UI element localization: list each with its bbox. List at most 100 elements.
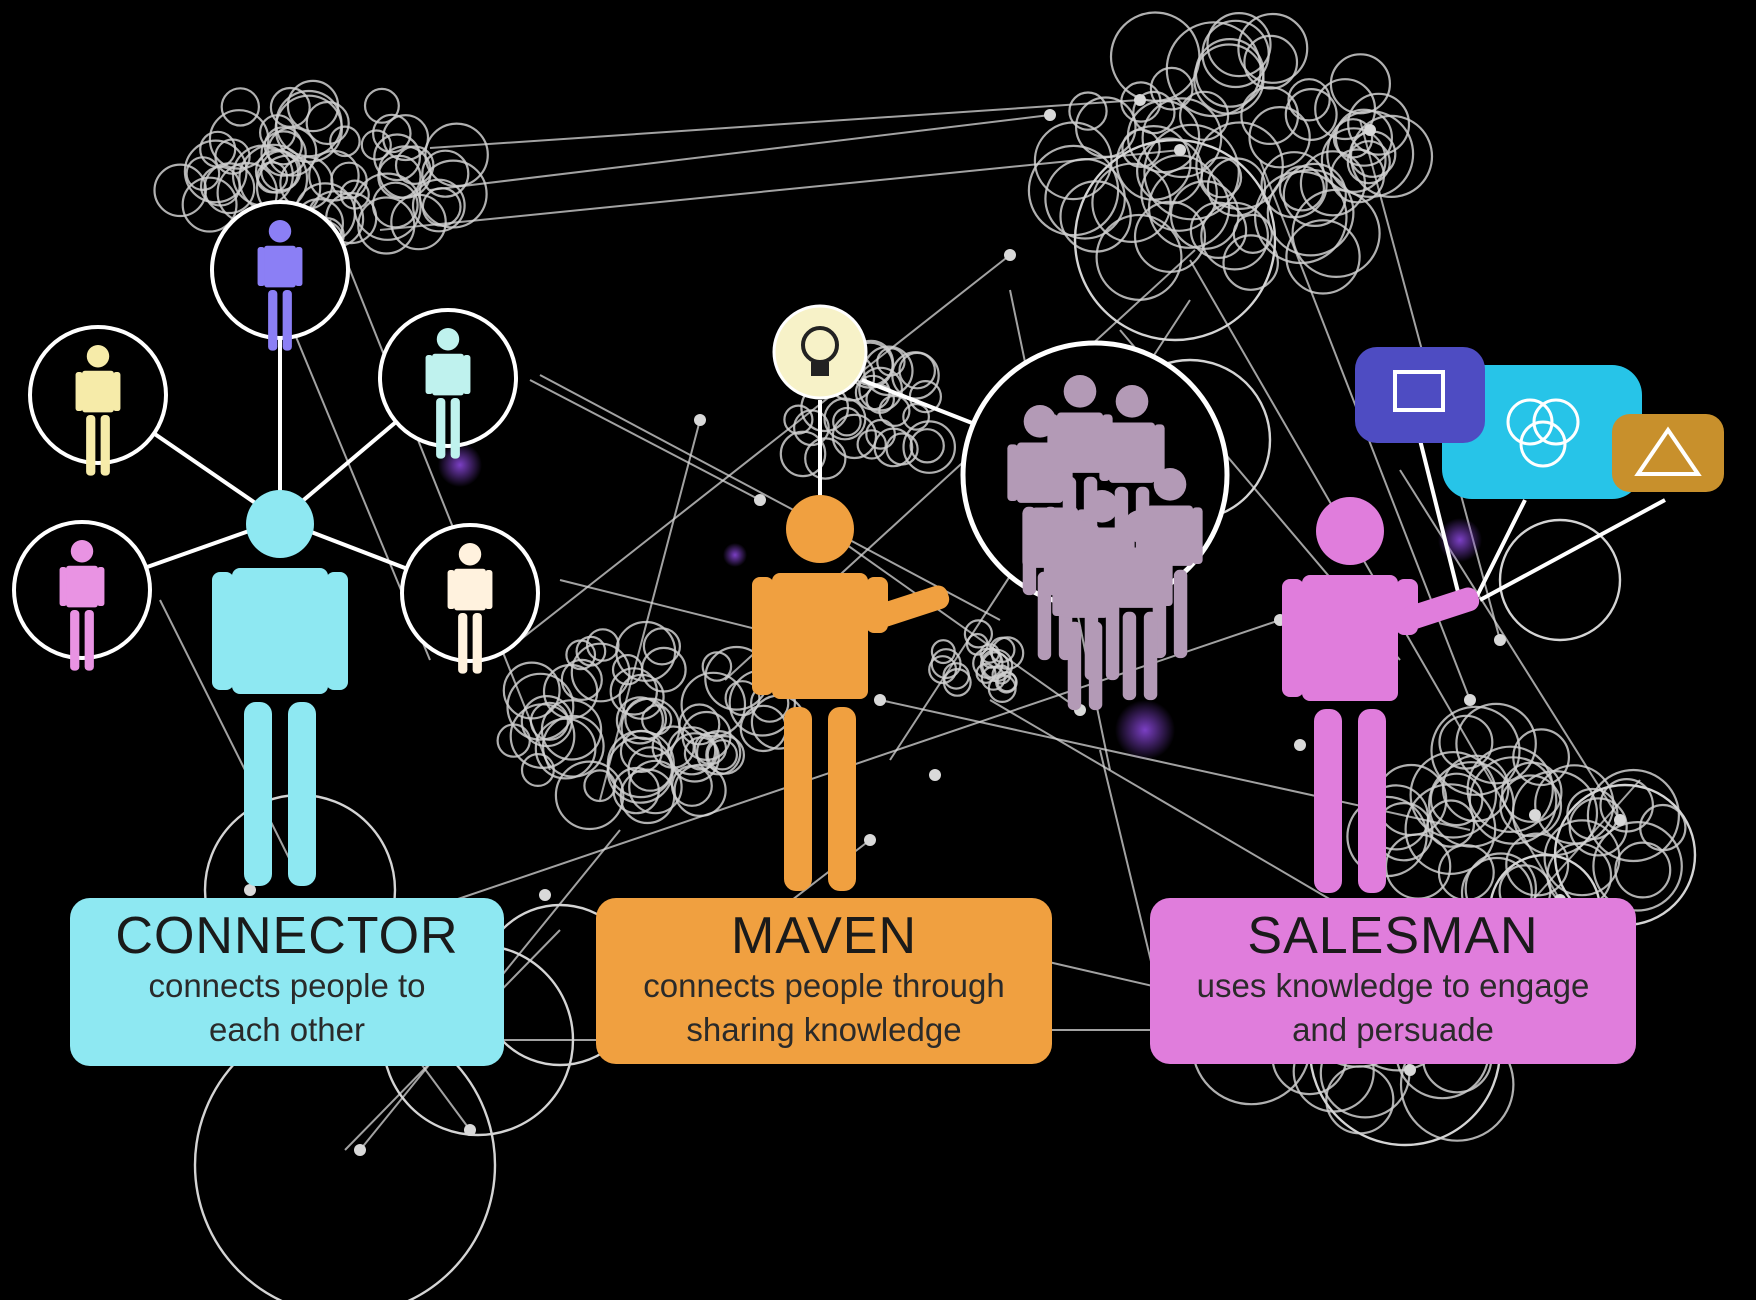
- bubble: [1346, 795, 1428, 878]
- crowd-person-1-arm-left: [1007, 444, 1018, 501]
- large-bubble: [1498, 518, 1622, 642]
- contact-person-3-arm-right: [463, 355, 471, 394]
- crowd-person-2-torso: [1056, 412, 1104, 473]
- salesman-figure-torso: [1302, 575, 1398, 701]
- bubble: [382, 114, 430, 162]
- network-node: [1494, 634, 1506, 646]
- contact-person-4: [59, 540, 105, 671]
- bubble: [1568, 797, 1628, 857]
- bubble: [1426, 799, 1476, 848]
- network-node: [754, 494, 766, 506]
- glow-node: [723, 543, 747, 567]
- bubble: [1455, 702, 1537, 785]
- bubble: [1260, 151, 1328, 219]
- crowd-person-3-arm-right: [1154, 424, 1165, 481]
- contact-person-5-torso: [454, 568, 486, 611]
- contact-person-2-torso: [82, 370, 114, 413]
- network-node: [1294, 739, 1306, 751]
- contact-person-5-leg-right: [472, 612, 482, 674]
- contact-person-2-arm-left: [75, 372, 83, 411]
- crowd-person-8: [1052, 520, 1118, 711]
- contact-person-2-leg-right: [100, 414, 110, 476]
- bubble: [357, 196, 416, 255]
- crowd-person-7-torso: [1116, 547, 1164, 608]
- bubble: [329, 125, 361, 158]
- crowd-person-5-arm-left: [1022, 509, 1033, 566]
- bubble: [1334, 108, 1394, 167]
- network-link: [1399, 469, 1621, 821]
- bubble: [421, 149, 470, 198]
- maven-figure-torso: [772, 573, 868, 699]
- contact-person-3-torso: [432, 353, 464, 396]
- bubble: [363, 87, 400, 124]
- contact-person-4-leg-right: [84, 609, 94, 671]
- maven-title: MAVEN: [730, 907, 918, 965]
- bubble: [991, 664, 1012, 685]
- contact-person-1-arm-right: [295, 247, 303, 286]
- bubble: [1149, 66, 1194, 111]
- crowd-person-3-torso: [1108, 422, 1156, 483]
- bubble: [585, 628, 620, 662]
- bubble: [203, 162, 256, 215]
- crowd-person-8-arm-right: [1107, 559, 1118, 616]
- bubble: [1614, 841, 1672, 899]
- crowd-person-8-leg-right: [1088, 621, 1103, 711]
- bubble: [269, 86, 311, 128]
- contact-person-5: [447, 543, 493, 674]
- bubble: [963, 619, 994, 649]
- bubble: [930, 639, 956, 665]
- crowd-person-2-head: [1063, 375, 1097, 408]
- large-bubble: [1073, 138, 1277, 342]
- salesman-label-box: SALESMAN uses knowledge to engage and pe…: [1150, 898, 1636, 1064]
- bubble: [705, 735, 745, 775]
- network-link: [329, 219, 551, 771]
- bubble: [1534, 764, 1615, 845]
- contact-person-1: [257, 220, 303, 351]
- contact-person-1-torso: [264, 245, 296, 288]
- bubble: [1287, 78, 1331, 122]
- salesman-figure-arm-left: [1282, 579, 1304, 697]
- glow-node: [438, 443, 482, 487]
- maven-figure: [752, 495, 950, 891]
- crowd-person-8-arm-left: [1052, 559, 1063, 616]
- connector-figure-arm-right: [326, 572, 348, 690]
- crowd-person-7-leg-right: [1143, 611, 1158, 701]
- bubble: [1349, 114, 1434, 198]
- bubble: [1135, 137, 1204, 205]
- bubble: [804, 437, 847, 480]
- bubble: [1200, 201, 1269, 271]
- bubble: [706, 739, 739, 771]
- contact-person-3-arm-left: [425, 355, 433, 394]
- bubble: [153, 163, 208, 218]
- bubble: [823, 397, 867, 441]
- cluster-small-center: [928, 619, 1025, 703]
- contact-person-4-arm-left: [59, 567, 67, 606]
- bubble: [1592, 820, 1683, 912]
- bubble: [208, 109, 270, 170]
- maven-figure-head: [786, 495, 854, 563]
- bubble: [1195, 121, 1284, 211]
- bubble: [560, 658, 603, 702]
- bubble-link: [1418, 439, 1462, 601]
- maven-figure-leg-right: [828, 707, 856, 891]
- contact-person-1-arm-left: [257, 247, 265, 286]
- bubble: [1499, 774, 1563, 838]
- connector-title: CONNECTOR: [115, 907, 459, 965]
- connector-figure-head: [246, 490, 314, 558]
- salesman-figure-arm-right-fore: [1400, 587, 1480, 630]
- bubble: [942, 668, 972, 697]
- crowd-person-4-leg-right: [1173, 569, 1188, 659]
- bubble-clusters: [153, 11, 1697, 1300]
- bubble: [371, 113, 412, 154]
- network-node: [1364, 124, 1376, 136]
- maven-group: [772, 304, 1230, 711]
- crowd-person-3-head: [1115, 385, 1149, 418]
- crowd-person-8-leg-left: [1067, 621, 1082, 711]
- bubble: [990, 636, 1025, 670]
- salesman-title: SALESMAN: [1247, 907, 1539, 965]
- maven-figure-leg-left: [784, 707, 812, 891]
- bubble: [339, 179, 370, 210]
- crowd-person-8-head: [1068, 520, 1102, 553]
- bubble: [779, 430, 827, 478]
